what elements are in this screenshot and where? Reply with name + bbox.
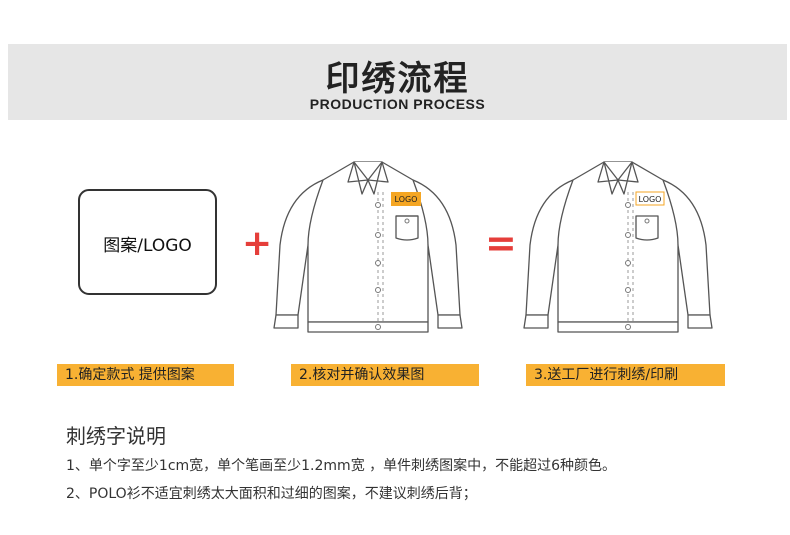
page-subtitle: PRODUCTION PROCESS [309,96,486,112]
notes-line-2: 2、POLO衫不适宜刺绣太大面积和过细的图案，不建议刺绣后背； [66,486,477,502]
notes-title: 刺绣字说明 [66,424,166,448]
shirt-icon: LOGO [273,161,463,333]
page-title: 印绣流程 [325,59,470,99]
shirt-logo-tag: LOGO [639,195,662,204]
header-banner: 印绣流程 PRODUCTION PROCESS [8,44,787,120]
step-3-label: 3.送工厂进行刺绣/印刷 [526,364,725,386]
design-logo-label: 图案/LOGO [103,236,192,256]
design-logo-box: 图案/LOGO [78,189,217,295]
shirt-logo-tag: LOGO [395,195,418,204]
equals-icon: = [485,221,517,265]
step-1-label: 1.确定款式 提供图案 [57,364,234,386]
plus-icon: + [242,223,273,264]
notes-line-1: 1、单个字至少1cm宽，单个笔画至少1.2mm宽 ，单件刺绣图案中，不能超过6种… [66,458,617,474]
step-2-label: 2.核对并确认效果图 [291,364,479,386]
shirt-icon: LOGO [523,161,713,333]
